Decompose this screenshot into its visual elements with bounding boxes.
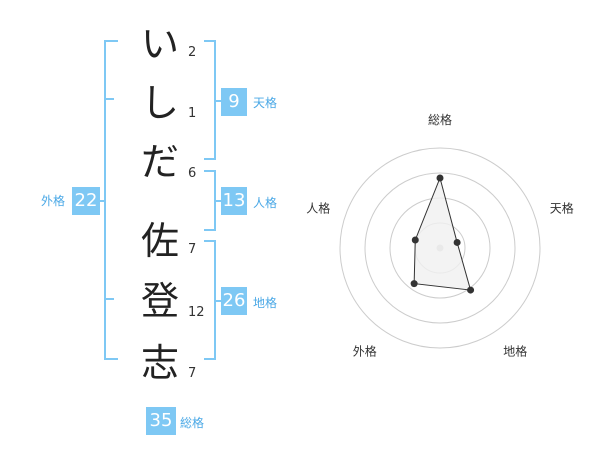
radar-point-3	[467, 286, 475, 294]
stroke-count-2: 1	[188, 106, 197, 121]
gaikaku-connector	[96, 200, 106, 202]
chikaku-label: 地格	[253, 296, 278, 310]
tenkaku-label: 天格	[253, 96, 278, 110]
stroke-count-3: 6	[188, 166, 197, 181]
name-char-4: 佐	[140, 219, 179, 263]
name-char-1: い	[140, 22, 179, 66]
radar-axis-label-4: 外格	[353, 344, 377, 359]
radar-axis-label-5: 人格	[306, 200, 330, 215]
jinkaku-value-box: 13	[221, 187, 247, 215]
radar-point-5	[411, 236, 419, 244]
stroke-count-5: 12	[188, 305, 205, 320]
soukaku-value-box: 35	[146, 407, 176, 435]
radar-axis-label-3: 地格	[503, 344, 527, 359]
chikaku-connector	[214, 300, 222, 302]
tenkaku-value-box: 9	[221, 88, 247, 116]
radar-ring	[339, 147, 541, 349]
radar-ring	[364, 172, 516, 324]
gaikaku-value-box: 22	[72, 187, 100, 215]
radar-points	[410, 174, 475, 294]
name-char-6: 志	[140, 341, 179, 385]
soukaku-label: 総格	[180, 416, 205, 430]
gaikaku-label: 外格	[41, 194, 66, 208]
name-char-5: 登	[140, 279, 179, 323]
radar-point-2	[453, 238, 461, 246]
chikaku-value-box: 26	[221, 287, 247, 315]
stroke-count-6: 7	[188, 366, 197, 381]
radar-point-4	[410, 280, 418, 288]
stroke-count-4: 7	[188, 242, 197, 257]
tenkaku-connector	[214, 100, 222, 102]
radar-axis-label-1: 総格	[428, 112, 452, 127]
gaikaku-bracket	[104, 40, 118, 360]
name-char-2: し	[140, 81, 179, 125]
jinkaku-connector	[214, 200, 222, 202]
stroke-count-1: 2	[188, 45, 197, 60]
jinkaku-label: 人格	[253, 196, 278, 210]
gaikaku-mid-tick-bottom	[104, 298, 114, 300]
radar-axis-label-2: 天格	[550, 200, 574, 215]
name-char-3: だ	[140, 140, 179, 184]
radar-data-polygon	[413, 176, 472, 291]
radar-point-1	[436, 174, 444, 182]
gaikaku-mid-tick-top	[104, 98, 114, 100]
